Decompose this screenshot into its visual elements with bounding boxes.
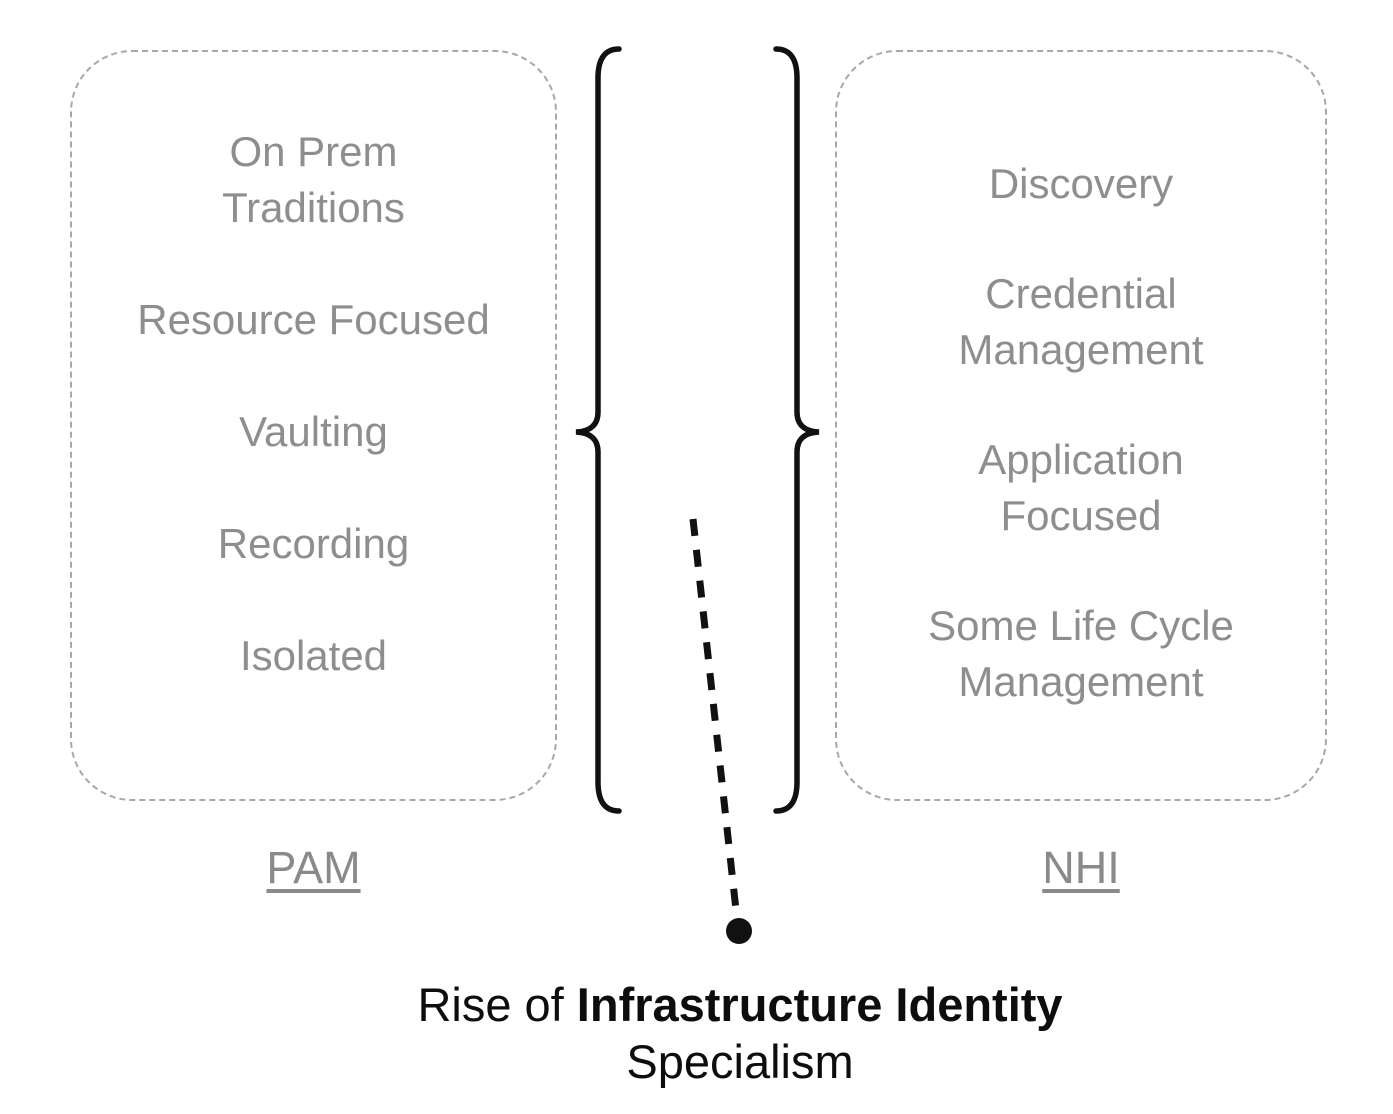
connector-dot xyxy=(726,918,752,944)
nhi-item: Credential Management xyxy=(958,270,1204,373)
caption-prefix: Rise of xyxy=(417,978,577,1031)
caption-line-2: Specialism xyxy=(626,1035,854,1088)
nhi-item: Some Life Cycle Management xyxy=(928,602,1234,705)
pam-box: On Prem Traditions Resource Focused Vaul… xyxy=(70,50,557,801)
caption-bold: Infrastructure Identity xyxy=(576,978,1063,1031)
pam-label: PAM xyxy=(266,842,361,893)
left-brace xyxy=(575,46,622,814)
pam-item: Isolated xyxy=(239,632,388,679)
nhi-item: Application Focused xyxy=(978,436,1184,539)
caption-line-1: Rise of Infrastructure Identity xyxy=(340,976,1140,1033)
pam-item: Resource Focused xyxy=(137,296,490,343)
connector-dashed-line xyxy=(689,518,740,911)
pam-item: Recording xyxy=(217,520,410,567)
caption: Rise of Infrastructure Identity Speciali… xyxy=(340,976,1140,1090)
nhi-item: Discovery xyxy=(988,160,1174,207)
nhi-label: NHI xyxy=(1042,842,1120,893)
pam-item: On Prem Traditions xyxy=(222,128,405,231)
pam-item: Vaulting xyxy=(239,408,388,455)
nhi-box: Discovery Credential Management Applicat… xyxy=(835,50,1327,801)
right-brace xyxy=(773,46,820,814)
